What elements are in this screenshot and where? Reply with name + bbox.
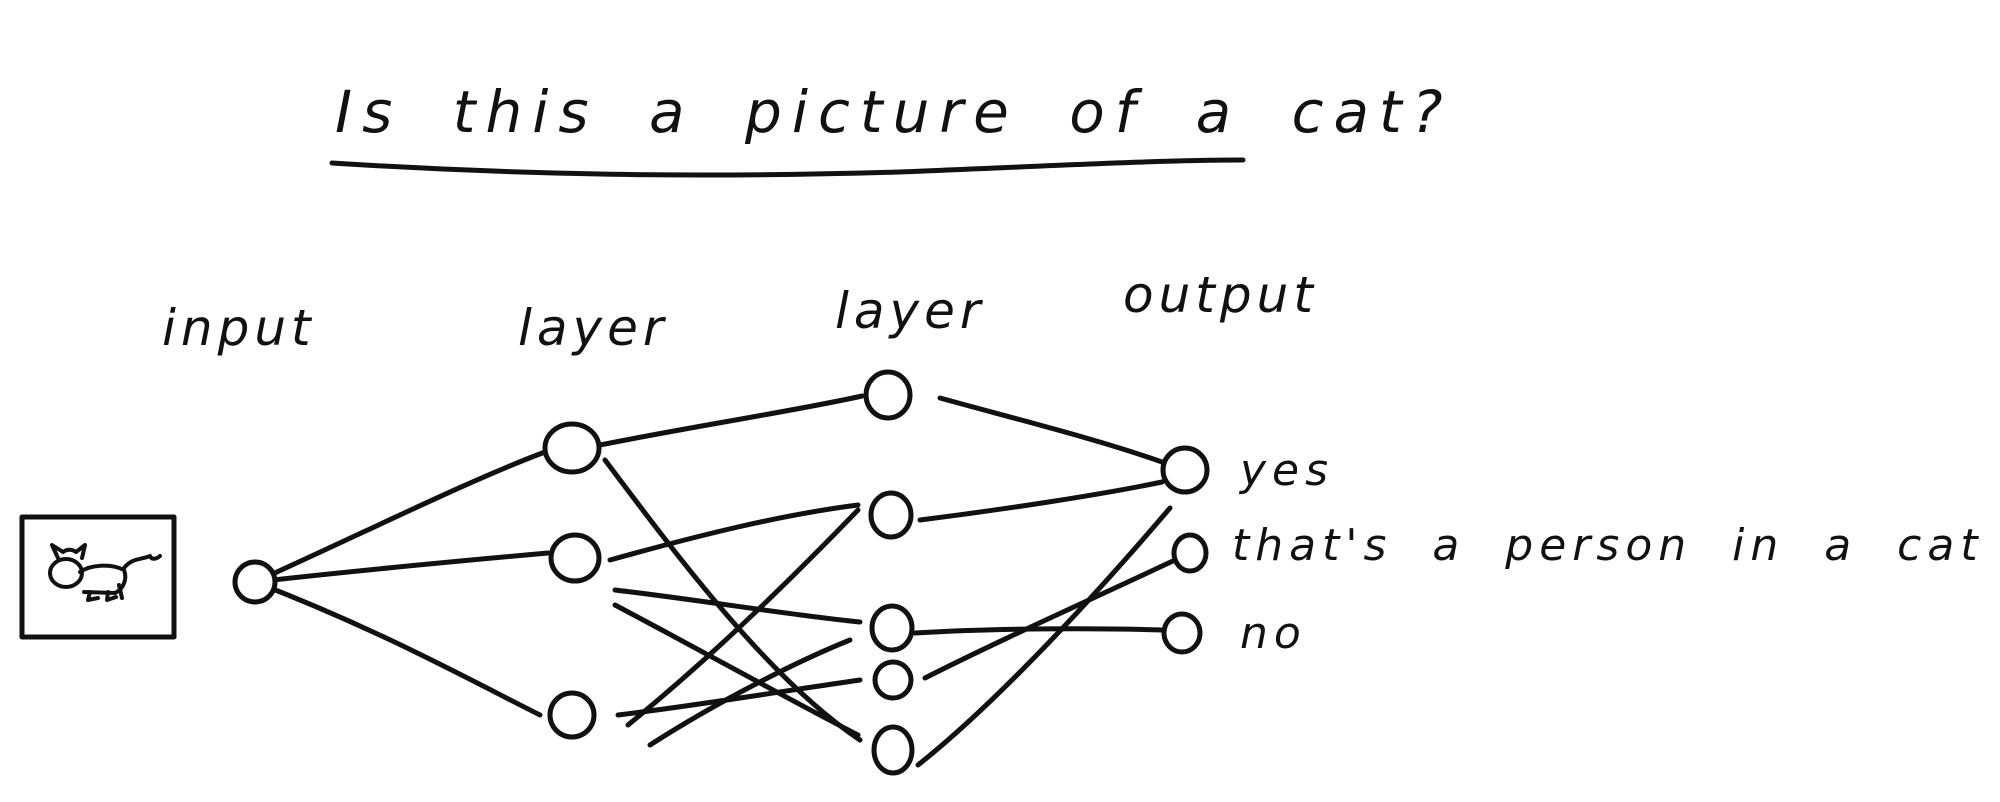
output-label-yes: yes: [1238, 445, 1334, 496]
connection: [912, 626, 1165, 636]
input-layer-label: input: [162, 299, 316, 357]
output-label-costume: that's a person in a cat costume: [1232, 520, 2000, 571]
output-layer-label: output: [1123, 266, 1318, 324]
connection: [607, 502, 861, 563]
hidden-2-node: [868, 490, 914, 540]
output-label-no: no: [1240, 608, 1307, 659]
hidden-layer-1-label: layer: [518, 299, 668, 357]
hidden-2-node: [872, 659, 914, 701]
hidden-2-node: [869, 603, 915, 653]
connection: [625, 507, 861, 728]
output-node-no: [1161, 611, 1203, 655]
connection: [917, 479, 1165, 523]
connection: [615, 677, 863, 718]
connection: [252, 579, 543, 718]
connection: [612, 587, 863, 625]
hidden-2-node: [871, 724, 915, 776]
connections: [252, 393, 1178, 768]
hidden-1-node: [548, 532, 602, 584]
connection: [612, 602, 861, 738]
output-node-costume: [1171, 532, 1209, 574]
connection: [252, 449, 548, 585]
connection: [602, 457, 863, 743]
connection: [252, 550, 551, 585]
hidden-2-node: [863, 369, 913, 421]
output-node-yes: [1160, 445, 1210, 495]
diagram-title: Is this a picture of a cat?: [335, 78, 1453, 146]
input-picture: [19, 514, 177, 640]
connection: [937, 395, 1165, 465]
title-underline: [329, 157, 1246, 178]
connection: [647, 637, 853, 748]
connection: [597, 393, 865, 448]
input-node: [232, 559, 278, 605]
cat-picture-icon: [48, 543, 162, 602]
connection: [922, 557, 1178, 681]
hidden-1-node: [547, 690, 597, 740]
hidden-layer-2-label: layer: [835, 282, 985, 340]
connection: [915, 505, 1173, 768]
hidden-1-node: [542, 421, 602, 475]
